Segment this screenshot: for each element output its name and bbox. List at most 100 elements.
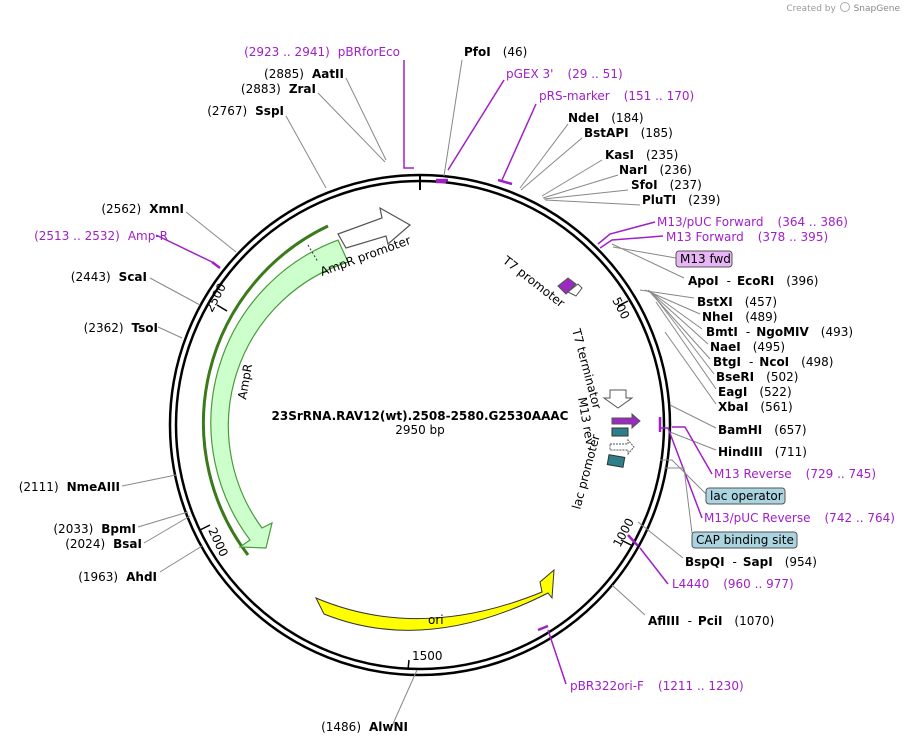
- primer-m13puc-forward: M13/pUC Forward(364 .. 386): [657, 215, 848, 229]
- enzyme-nmeaiii: (2111)NmeAIII: [19, 480, 120, 494]
- enzyme-scai: (2443) ScaI: [71, 270, 147, 284]
- enzyme-ahdi-pos: (1963): [78, 570, 118, 584]
- enzyme-eagi: EagI (522): [718, 385, 792, 399]
- enzyme-nari-pos: (236): [660, 163, 692, 177]
- enzyme-ecori: ApoI-EcoRI(396): [688, 274, 818, 288]
- backbone-outer-ring: [168, 173, 672, 677]
- primer-pgex3-range: (29 .. 51): [567, 67, 622, 81]
- enzyme-pcii: AflIII-PciI(1070): [648, 614, 774, 628]
- primer-m13puc-reverse-name: M13/pUC Reverse: [704, 511, 811, 525]
- t7-promoter-marker-icon: [557, 277, 577, 295]
- tick-1000: [620, 539, 632, 546]
- enzyme-xmni: (2562)XmnI: [101, 202, 184, 216]
- sapi-connector: [637, 521, 684, 559]
- prs-marker-connector: [501, 103, 537, 181]
- primer-m13puc-reverse: M13/pUC Reverse(742 .. 764): [704, 511, 895, 525]
- bsai-connector: [143, 515, 191, 544]
- enzyme-aatii-name: AatII: [312, 67, 344, 81]
- nari-connector: [542, 174, 619, 199]
- sfoi-connector: [543, 189, 629, 200]
- enzyme-bstxi: BstXI (457): [697, 295, 777, 309]
- prs-marker-marker: [497, 178, 513, 186]
- enzyme-pcii-pos: (1070): [734, 614, 774, 628]
- m13puc-reverse-connector: [660, 427, 703, 519]
- primer-m13puc-forward-range: (364 .. 386): [778, 215, 848, 229]
- ndei-connector: [519, 123, 569, 189]
- enzyme-ncoi-pos: (498): [801, 355, 833, 369]
- enzyme-zrai: (2883)ZraI: [241, 82, 316, 96]
- left-enzyme-labels: (2885) AatII (2883)ZraI (2767)SspI (2562)…: [19, 67, 408, 734]
- enzyme-sfoi-name: SfoI: [631, 178, 658, 192]
- tick-label-1500: 1500: [412, 649, 443, 663]
- alwni-connector: [391, 669, 418, 727]
- enzyme-kasi-name: KasI: [605, 148, 634, 162]
- primer-l4440: L4440(960 .. 977): [672, 577, 794, 591]
- enzyme-sspi: (2767)SspI: [207, 104, 284, 118]
- enzyme-bstapi-pos: (185): [641, 126, 673, 140]
- cap-site-connector: [664, 467, 693, 534]
- lac-operator-connector: [660, 459, 707, 495]
- primer-labels: (2923 .. 2941) pBRforEco pGEX 3'(29 .. 51…: [34, 45, 895, 693]
- enzyme-ndei-pos: (184): [611, 111, 643, 125]
- ampr-promoter-boundary: [307, 244, 319, 263]
- tick-2000: [199, 524, 211, 531]
- primer-pbrforeco-range: (2923 .. 2941): [244, 45, 330, 59]
- enzyme-afliii-name: AflIII: [648, 614, 680, 628]
- enzyme-ndei-name: NdeI: [568, 111, 599, 125]
- ori-arrow: [314, 568, 555, 631]
- primer-l4440-range: (960 .. 977): [723, 577, 793, 591]
- enzyme-bspqi-name: BspQI: [685, 555, 725, 569]
- ampr-outer-line: [201, 224, 329, 556]
- enzyme-nhei-pos: (489): [745, 310, 777, 324]
- primer-amp-r-range: (2513 .. 2532): [34, 229, 120, 243]
- enzyme-sfoi-pos: (237): [670, 178, 702, 192]
- enzyme-nmeaiii-pos: (2111): [19, 480, 59, 494]
- enzyme-bmti-name: BmtI: [706, 325, 738, 339]
- enzyme-ngomiv: BmtI-NgoMIV(493): [706, 325, 853, 339]
- eagi-connector: [655, 301, 717, 390]
- cap-site-glyph-icon: [606, 454, 626, 468]
- enzyme-scai-name: ScaI: [119, 270, 147, 284]
- enzyme-ahdi-name: AhdI: [126, 570, 157, 584]
- enzyme-bstxi-pos: (457): [745, 295, 777, 309]
- enzyme-bamhi-name: BamHI: [718, 423, 762, 437]
- aatii-connector: [345, 77, 387, 161]
- enzyme-tsoi-pos: (2362): [84, 321, 124, 335]
- tsoi-connector: [157, 326, 183, 339]
- enzyme-sfoi: SfoI (237): [631, 178, 702, 192]
- lac-operator-box: [705, 487, 786, 505]
- enzyme-xbai-pos: (561): [760, 400, 792, 414]
- enzyme-alwni: (1486)AlwNI: [321, 720, 408, 734]
- enzyme-nhei: NheI(489): [702, 310, 777, 324]
- snapgene-logo-icon: [839, 2, 850, 12]
- ampr-feature: AmpR: [201, 224, 349, 556]
- enzyme-pfoi-pos: (46): [503, 45, 528, 59]
- primer-pbrforeco-name: pBRforEco: [338, 45, 400, 59]
- pbr322ori-marker: [537, 624, 549, 632]
- t7-terminator-icon: [602, 389, 634, 409]
- enzyme-ahdi: (1963) AhdI: [78, 570, 157, 584]
- enzyme-eagi-name: EagI: [718, 385, 747, 399]
- enzyme-scai-pos: (2443): [71, 270, 111, 284]
- enzyme-ngomiv-pos: (493): [821, 325, 853, 339]
- enzyme-ncoi-name: NcoI: [759, 355, 789, 369]
- enzyme-bstxi-name: BstXI: [697, 295, 733, 309]
- pgex3-connector: [447, 79, 505, 171]
- enzyme-zrai-pos: (2883): [241, 82, 281, 96]
- ampr-promoter-arrow: [337, 206, 412, 249]
- enzyme-xbai-name: XbaI: [718, 400, 748, 414]
- enzyme-nari-name: NarI: [619, 163, 648, 177]
- enzyme-aatii-pos: (2885): [264, 67, 304, 81]
- enzyme-pcii-name: PciI: [698, 614, 723, 628]
- enzyme-xmni-pos: (2562): [101, 202, 141, 216]
- tick-label-2000: 2000: [205, 525, 231, 559]
- primer-pbr322ori-f: pBR322ori-F(1211 .. 1230): [570, 679, 744, 693]
- primer-m13-reverse-range: (729 .. 745): [806, 467, 876, 481]
- primer-pgex3: pGEX 3'(29 .. 51): [506, 67, 623, 81]
- lac-promoter-arrow-icon: [609, 438, 635, 456]
- cap-site-box-label: CAP binding site: [696, 533, 794, 547]
- enzyme-eagi-pos: (522): [759, 385, 791, 399]
- enzyme-bpmi-name: BpmI: [101, 522, 136, 536]
- enzyme-pfoi: PfoI(46): [464, 45, 527, 59]
- primer-pbrforeco: (2923 .. 2941) pBRforEco: [244, 45, 400, 59]
